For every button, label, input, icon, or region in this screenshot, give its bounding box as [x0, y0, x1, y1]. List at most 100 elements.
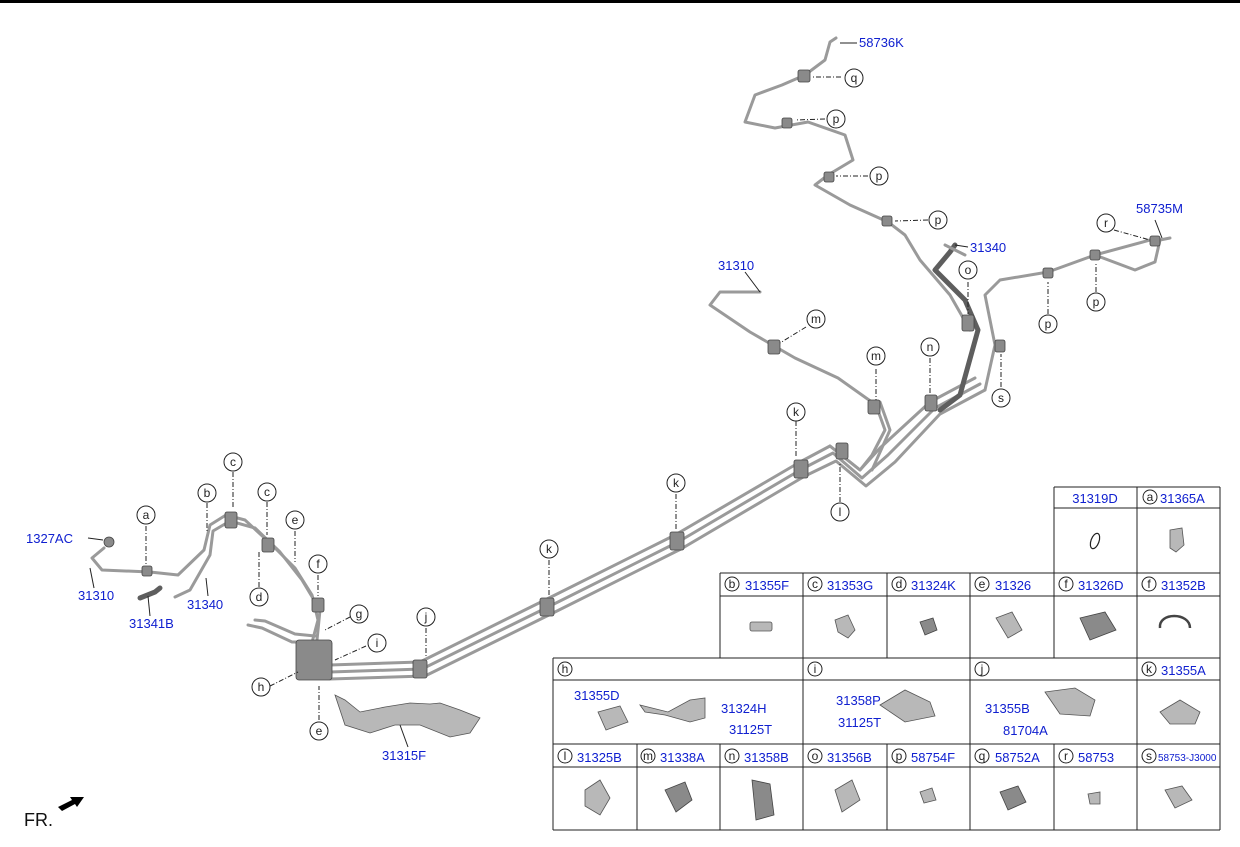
label-31340-left: 31340 [187, 597, 223, 612]
callout-p-2: p [869, 166, 889, 186]
svg-text:m: m [811, 312, 821, 326]
svg-text:i: i [376, 636, 379, 650]
svg-text:58753: 58753 [1078, 750, 1114, 765]
callout-j: j [416, 607, 436, 627]
svg-text:e: e [316, 724, 323, 738]
callout-c-1: c [223, 452, 243, 472]
callout-k-2: k [666, 473, 686, 493]
callout-b: b [197, 483, 217, 503]
svg-text:e: e [292, 513, 299, 527]
label-31341B: 31341B [129, 616, 174, 631]
svg-text:h: h [258, 680, 265, 694]
svg-text:j: j [424, 610, 428, 624]
callout-a: a [136, 505, 156, 525]
svg-text:f: f [1147, 577, 1151, 591]
clip-31325B [584, 779, 611, 816]
clip-31355D [597, 705, 629, 731]
svg-text:31352B: 31352B [1161, 578, 1206, 593]
label-31310-top: 31310 [718, 258, 754, 273]
callout-s: s [991, 388, 1011, 408]
label-31310-left: 31310 [78, 588, 114, 603]
callout-n: n [920, 337, 940, 357]
callout-m-1: m [806, 309, 826, 329]
fuel-tube-bundle [90, 36, 1172, 681]
label-81704A: 81704A [1003, 723, 1048, 738]
label-31358P: 31358P [836, 693, 881, 708]
svg-text:g: g [356, 607, 363, 621]
clip-31326 [995, 611, 1023, 639]
svg-text:31355A: 31355A [1161, 663, 1206, 678]
front-direction-label: FR. [24, 810, 53, 830]
bracket-31324H [639, 697, 706, 723]
svg-text:i: i [814, 662, 817, 676]
clip-31355A [1159, 699, 1201, 725]
svg-text:m: m [643, 749, 653, 763]
svg-text:p: p [1045, 317, 1052, 331]
callout-l: l [830, 502, 850, 522]
cell-i-header: i [807, 661, 823, 677]
callout-c-2: c [257, 482, 277, 502]
label-31315F: 31315F [382, 748, 426, 763]
clip-31358P [879, 689, 936, 723]
callout-k-1: k [786, 402, 806, 422]
svg-text:l: l [839, 505, 842, 519]
o-ring-31319D [1089, 532, 1101, 550]
leader-lines [87, 42, 1163, 748]
clip-58752A [999, 785, 1027, 811]
label-31125T-i: 31125T [838, 715, 881, 730]
svg-text:31325B: 31325B [577, 750, 622, 765]
svg-text:o: o [965, 263, 972, 277]
svg-text:s: s [1146, 749, 1152, 763]
svg-text:31353G: 31353G [827, 578, 873, 593]
cell-j-header: j [974, 661, 990, 677]
parts-table-grid [552, 486, 1221, 831]
svg-text:31365A: 31365A [1160, 491, 1205, 506]
svg-text:f: f [316, 557, 320, 571]
top-border [0, 0, 1240, 3]
svg-text:d: d [896, 577, 903, 591]
svg-text:k: k [1146, 662, 1153, 676]
tube-clips [103, 69, 1161, 681]
callout-i: i [367, 633, 387, 653]
cell-k-header: k 31355A [1141, 661, 1206, 678]
protector-31315F [334, 694, 481, 738]
svg-text:31324K: 31324K [911, 578, 956, 593]
svg-text:31358B: 31358B [744, 750, 789, 765]
svg-text:c: c [230, 455, 236, 469]
label-31324H: 31324H [721, 701, 767, 716]
cell-31319D-label: 31319D [1072, 491, 1118, 506]
label-31355B: 31355B [985, 701, 1030, 716]
svg-text:58752A: 58752A [995, 750, 1040, 765]
svg-text:h: h [562, 662, 569, 676]
cell-f-header-2: f 31352B [1141, 576, 1206, 593]
clip-31353G [834, 614, 856, 639]
clip-31324K [919, 617, 938, 636]
svg-text:d: d [256, 590, 263, 604]
front-arrow-icon [58, 797, 84, 811]
callout-m-2: m [866, 346, 886, 366]
label-58735M: 58735M [1136, 201, 1183, 216]
clip-58753 [1087, 791, 1101, 805]
svg-text:r: r [1104, 216, 1108, 230]
callout-p-5: p [1086, 292, 1106, 312]
callout-e-2: e [309, 721, 329, 741]
clip-31338A [664, 781, 693, 813]
clip-31355B [1044, 687, 1096, 717]
label-31340-top: 31340 [970, 240, 1006, 255]
callout-r: r [1096, 213, 1116, 233]
clip-31355F [749, 621, 773, 632]
clip-31326D [1079, 611, 1117, 641]
cell-d-header: d 31324K [891, 576, 956, 593]
svg-text:l: l [564, 749, 567, 763]
